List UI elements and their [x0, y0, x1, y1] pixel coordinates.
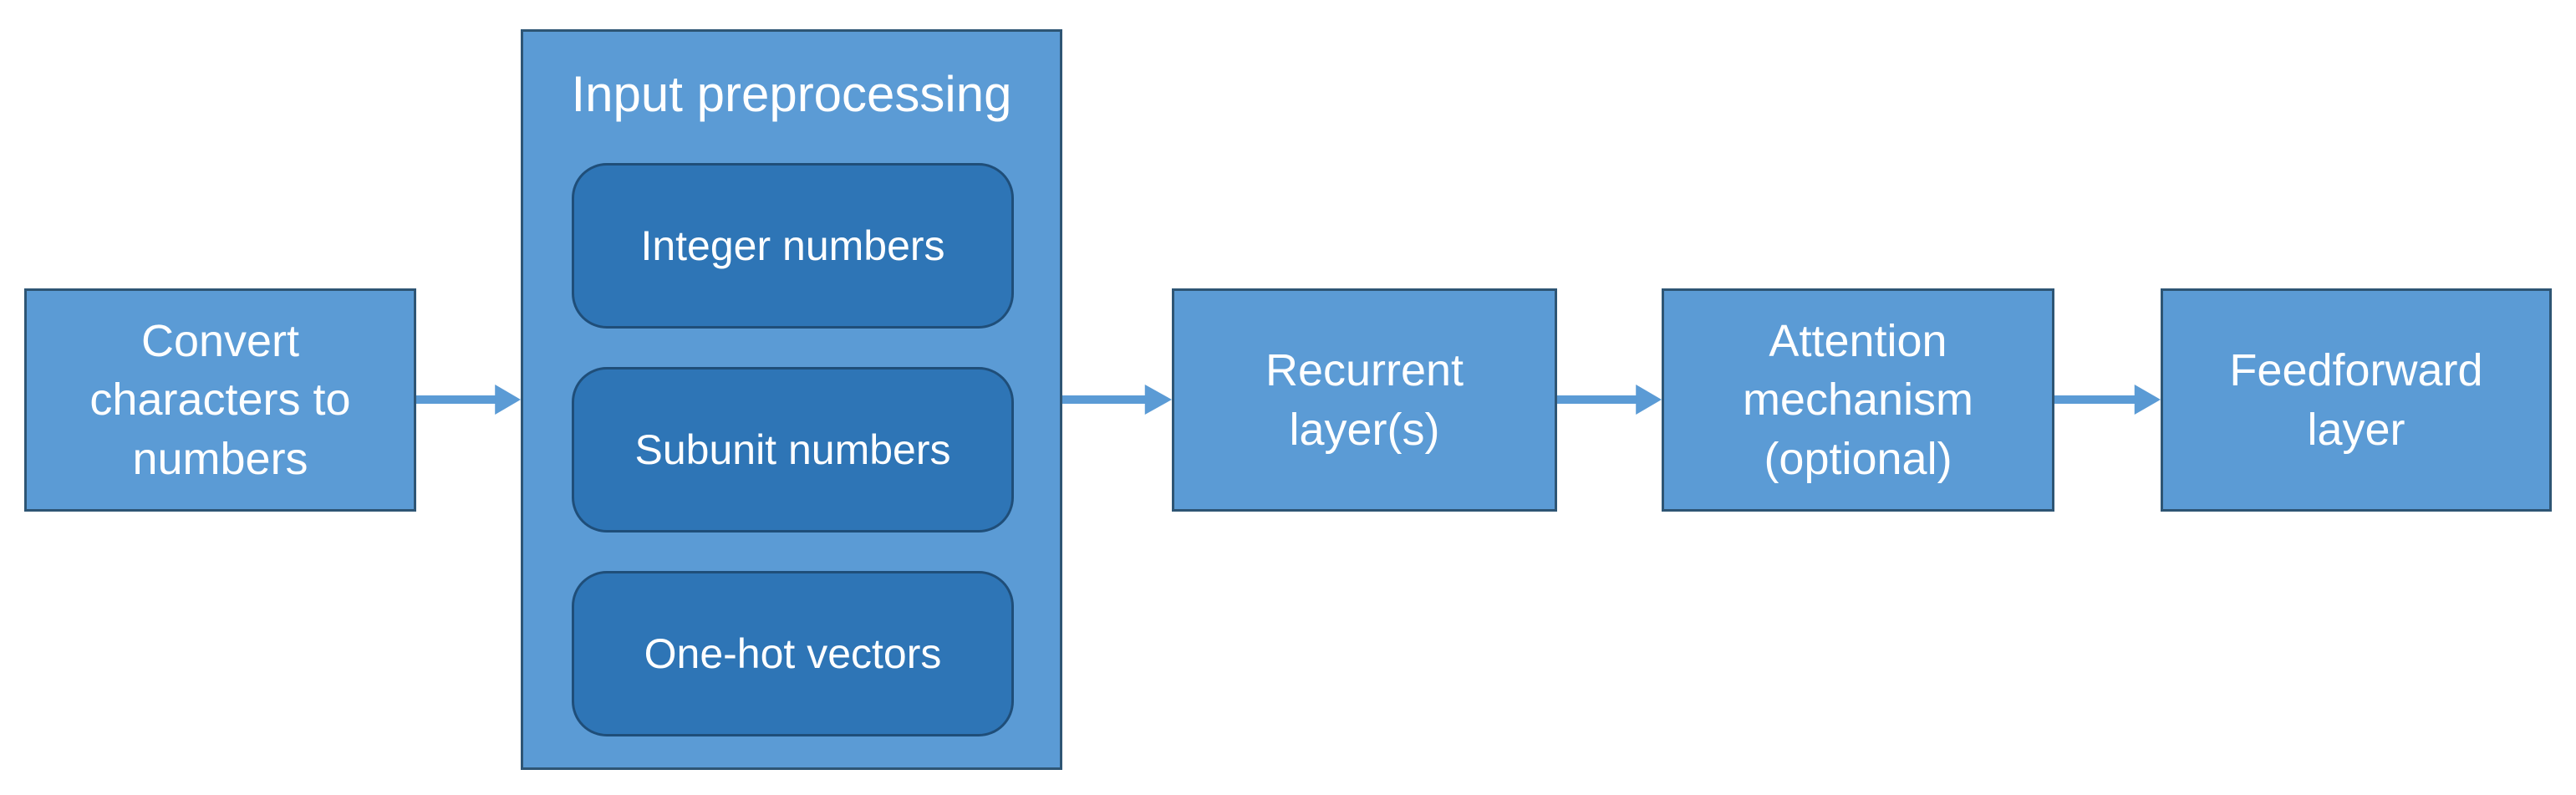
- flow-arrow-1: [416, 375, 521, 425]
- node-recurrent-layers-label: Recurrent layer(s): [1265, 345, 1464, 455]
- node-convert-characters: Convert characters to numbers: [24, 288, 416, 512]
- node-attention-mechanism: Attention mechanism (optional): [1662, 288, 2054, 512]
- subnode-one-hot-vectors-label: One-hot vectors: [644, 630, 942, 677]
- node-convert-characters-label: Convert characters to numbers: [89, 316, 351, 484]
- node-feedforward-layer: Feedforward layer: [2161, 288, 2552, 512]
- subnode-one-hot-vectors: One-hot vectors: [572, 571, 1014, 736]
- input-preprocessing-title: Input preprocessing: [571, 66, 1012, 122]
- node-feedforward-layer-label: Feedforward layer: [2229, 345, 2483, 455]
- subnode-integer-numbers-label: Integer numbers: [640, 222, 945, 269]
- node-recurrent-layers: Recurrent layer(s): [1172, 288, 1557, 512]
- flow-arrow-3: [1557, 375, 1662, 425]
- subnode-subunit-numbers: Subunit numbers: [572, 367, 1014, 533]
- node-attention-mechanism-label: Attention mechanism (optional): [1742, 316, 1974, 484]
- flow-arrow-4: [2054, 375, 2161, 425]
- subnode-subunit-numbers-label: Subunit numbers: [634, 426, 951, 473]
- node-input-preprocessing-group: Input preprocessing Integer numbers Subu…: [521, 29, 1062, 770]
- flow-arrow-2: [1062, 375, 1172, 425]
- subnode-integer-numbers: Integer numbers: [572, 163, 1014, 329]
